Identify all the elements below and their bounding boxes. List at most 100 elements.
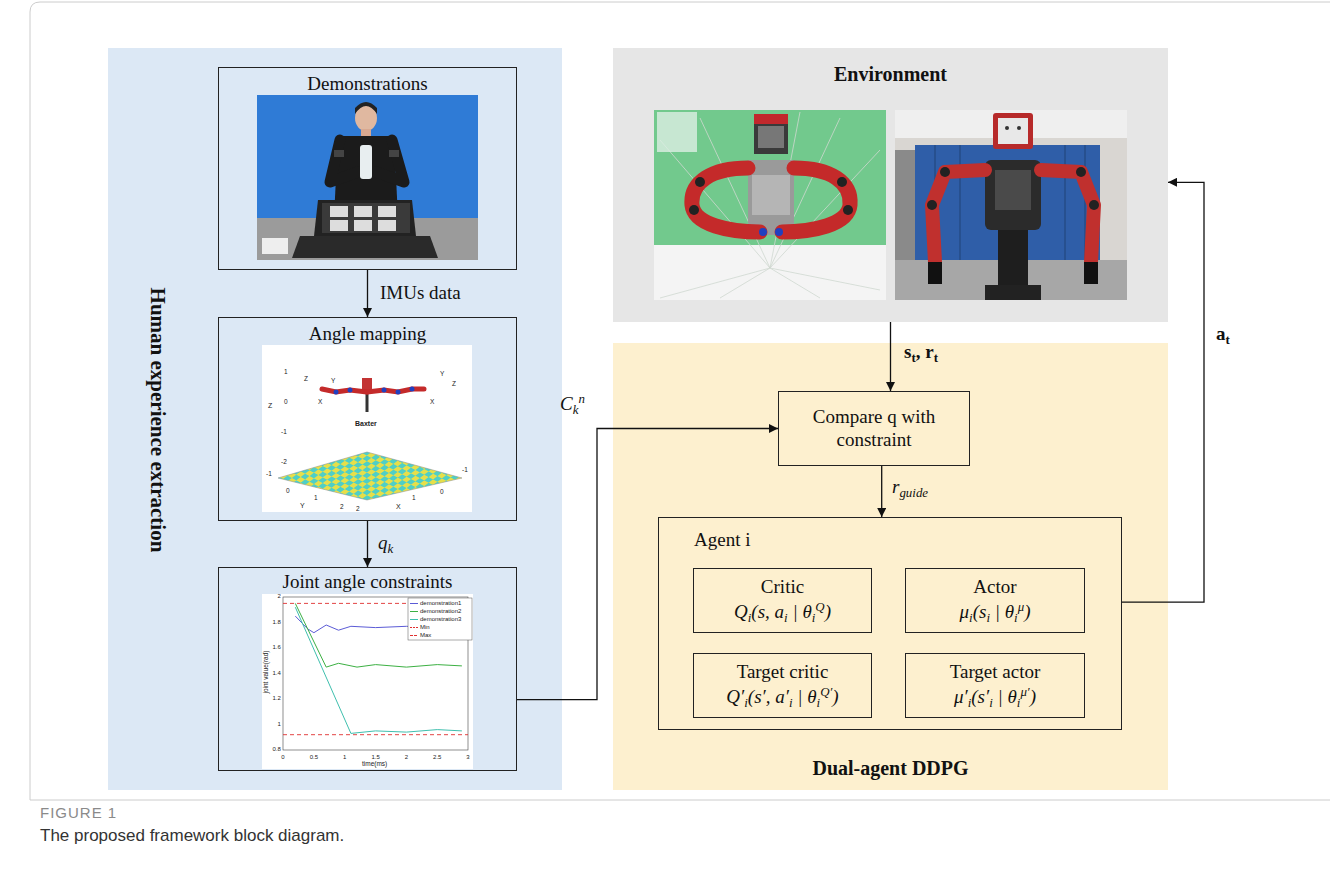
text-group: Target actorμ′i(s′i | θiμ′)	[950, 661, 1041, 710]
real-robot-photo-g-line	[1064, 145, 1066, 260]
figure-number: FIGURE 1	[40, 805, 117, 822]
frame-axis-label: Z	[304, 375, 308, 382]
simulation-screenshot-rect	[657, 112, 697, 152]
tick-label: 3	[466, 754, 469, 761]
frame-axis-label: Y	[331, 377, 335, 384]
simulation-screenshot-path	[782, 168, 850, 232]
real-robot-photo-rect	[928, 262, 942, 284]
process-box: Compare q with constraint	[778, 391, 970, 466]
axis-title: Z	[268, 402, 272, 410]
connector-arrow	[367, 270, 368, 317]
simulation-screenshot-rect	[754, 114, 788, 124]
edge-label: rguide	[892, 477, 928, 500]
real-robot-photo-rect	[895, 110, 1127, 300]
text-group: Environment	[617, 62, 1164, 86]
demonstration-photo-rect	[378, 206, 396, 217]
real-robot-photo-path	[1041, 170, 1094, 262]
connector-arrow	[1122, 182, 1204, 602]
node-title: Human experience extraction	[144, 288, 169, 553]
simulation-screenshot-path	[692, 168, 760, 232]
tick-label: 2	[356, 505, 360, 512]
real-robot-photo	[895, 110, 1127, 300]
simulation-screenshot-g-line	[720, 268, 770, 298]
node-title: Demonstrations	[223, 73, 512, 96]
connector-arrow	[367, 521, 368, 567]
tick-label: 1	[314, 494, 318, 501]
tick-label: 1.2	[273, 695, 281, 702]
tick-label: 0	[440, 488, 444, 495]
robot-kinematic-plot-rect	[362, 378, 372, 390]
node-title: Agent i	[694, 529, 750, 552]
tick-label: 0.8	[273, 746, 281, 753]
simulation-screenshot-circle	[837, 177, 847, 187]
node-title: Actor	[960, 576, 1031, 599]
subscript: i	[969, 610, 973, 625]
robot-kinematic-plot-polyline	[322, 389, 367, 392]
demonstration-photo-rect	[354, 220, 372, 231]
tick-label: 2	[278, 593, 281, 600]
simulation-screenshot	[654, 110, 886, 300]
subscript: t	[911, 350, 915, 365]
robot-kinematic-plot	[262, 345, 472, 512]
simulation-screenshot-circle	[689, 205, 699, 215]
axis-title: Y	[300, 502, 305, 510]
robot-kinematic-plot-polyline	[367, 389, 424, 392]
simulation-screenshot-circle	[843, 205, 853, 215]
subscript: i	[748, 610, 752, 625]
tick-label: 2	[340, 503, 344, 510]
legend-entry: Max	[420, 632, 431, 639]
subscript: k	[388, 541, 394, 556]
tick-label: -1	[462, 466, 468, 473]
subscript: t	[934, 350, 938, 365]
joint-angle-chart-line	[410, 635, 418, 636]
formula-text: μ′i(s′i | θiμ′)	[950, 684, 1041, 710]
text-group: Target criticQ′i(s′, a′i | θiQ′)	[726, 661, 838, 710]
robot-kinematic-plot-polygon	[278, 452, 462, 500]
demonstration-photo-rect	[378, 220, 396, 231]
real-robot-photo-rect	[998, 118, 1028, 144]
joint-angle-chart-line	[283, 734, 468, 735]
tick-label: -2	[281, 458, 287, 465]
robot-kinematic-plot-line	[366, 392, 369, 412]
robot-kinematic-plot-circle	[396, 390, 401, 395]
joint-angle-chart-rect	[408, 598, 472, 640]
demonstration-photo-rect	[257, 95, 478, 260]
superscript: μ	[1018, 599, 1024, 614]
network-box: Actorμi(si | θiμ)	[905, 568, 1085, 633]
node-title: Environment	[617, 62, 1164, 86]
text-group: Joint angle constraints	[223, 571, 512, 594]
subscript: i	[1017, 695, 1021, 710]
network-box: Target criticQ′i(s′, a′i | θiQ′)	[693, 653, 872, 718]
legend-entry: demonstration3	[420, 616, 461, 623]
axis-title: time(ms)	[362, 760, 387, 767]
legend-entry: Min	[420, 624, 430, 631]
demonstration-photo-rect	[360, 145, 372, 179]
subscript: i	[744, 695, 748, 710]
tick-label: 2	[405, 754, 408, 761]
axis-title: joint value(rad)	[262, 651, 269, 694]
simulation-screenshot-circle	[775, 228, 783, 236]
demonstration-photo-rect	[389, 150, 399, 157]
subscript: guide	[899, 485, 928, 500]
real-robot-photo-g-line	[959, 145, 961, 260]
network-box: CriticQi(s, ai | θiQ)	[693, 568, 872, 633]
real-robot-photo-rect	[895, 150, 917, 260]
real-robot-photo-rect	[993, 113, 1033, 149]
edge-label: at	[1216, 324, 1230, 347]
formula-text: Qi(s, ai | θiQ)	[734, 599, 831, 625]
plot-title: Baxter	[355, 420, 377, 428]
subscript: i	[1014, 610, 1018, 625]
superscript: Q′	[820, 684, 832, 699]
demonstration-photo-rect	[330, 206, 348, 217]
frame-axis-label: X	[318, 398, 322, 405]
tick-label: 2.5	[433, 754, 441, 761]
edge-label: st, rt	[904, 342, 938, 365]
demonstration-photo-path	[355, 102, 377, 114]
node-title: Dual-agent DDPG	[617, 756, 1164, 780]
tick-label: 1.8	[273, 619, 281, 626]
joint-angle-chart-line	[410, 603, 418, 604]
connector-arrow	[881, 466, 882, 517]
superscript: n	[578, 391, 584, 406]
edge-label: qk	[378, 533, 393, 556]
